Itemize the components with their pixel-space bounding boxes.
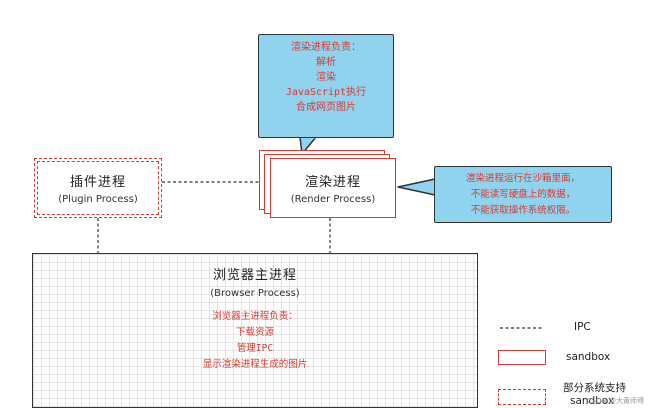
render-process-title: 渲染进程 (304, 175, 361, 190)
legend-partial-label-1: 部分系统支持 (563, 382, 626, 394)
browser-duty-2: 管理IPC (236, 343, 274, 354)
right-bubble-tail (397, 178, 436, 196)
legend-sandbox-swatch (498, 350, 546, 365)
render-process-subtitle: (Render Process) (290, 194, 376, 205)
browser-duties: 浏览器主进程负责： 下载资源 管理IPC 显示渲染进程生成的图片 (33, 309, 477, 373)
browser-process-box: 浏览器主进程 (Browser Process) 浏览器主进程负责： 下载资源 … (32, 253, 478, 408)
legend-ipc-label: IPC (574, 321, 591, 333)
watermark: CSDN @大黄师傅 (586, 397, 644, 405)
sandbox-note-3: 不能获取操作系统权限。 (470, 205, 576, 216)
legend-sandbox-label: sandbox (566, 351, 611, 363)
browser-duty-1: 下载资源 (235, 327, 274, 338)
plugin-process-box: 插件进程 (Plugin Process) (34, 158, 162, 218)
render-duty-2: 渲染 (316, 72, 336, 83)
render-process-box: 渲染进程 (Render Process) (270, 158, 396, 218)
sandbox-note-bubble: 渲染进程运行在沙箱里面， 不能读写硬盘上的数据， 不能获取操作系统权限。 (434, 166, 612, 223)
sandbox-note-2: 不能读写硬盘上的数据， (470, 189, 576, 200)
browser-duties-title: 浏览器主进程负责： (212, 311, 298, 322)
plugin-process-subtitle: (Plugin Process) (58, 194, 138, 205)
render-duty-4: 合成网页图片 (296, 102, 356, 113)
legend-partial-sandbox-swatch (498, 389, 546, 405)
render-duties-title: 渲染进程负责： (291, 42, 361, 53)
render-duty-3: JavaScript执行 (285, 87, 367, 98)
render-duty-1: 解析 (316, 57, 336, 68)
legend-partial-label-2: sandbox (570, 395, 615, 407)
render-duties-bubble: 渲染进程负责： 解析 渲染 JavaScript执行 合成网页图片 (258, 34, 394, 138)
plugin-process-title: 插件进程 (69, 175, 126, 190)
browser-process-title: 浏览器主进程 (212, 268, 297, 283)
browser-process-subtitle: (Browser Process) (210, 288, 300, 299)
sandbox-note-1: 渲染进程运行在沙箱里面， (465, 173, 580, 184)
browser-duty-3: 显示渲染进程生成的图片 (202, 359, 308, 370)
